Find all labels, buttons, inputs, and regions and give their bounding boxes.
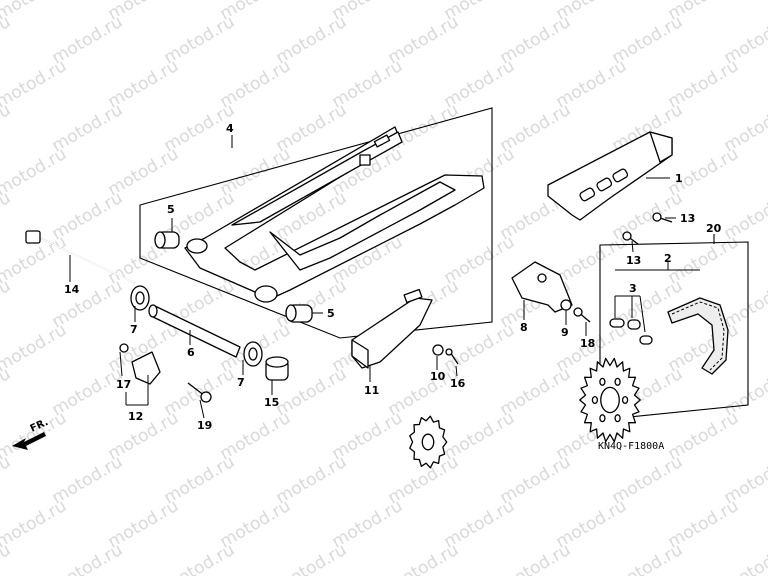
pivot-cap (265, 356, 289, 381)
callout-3: 3 (629, 282, 637, 295)
bushing-upper (154, 231, 180, 249)
callout-9: 9 (561, 326, 569, 339)
callout-10: 10 (430, 370, 446, 383)
watermark-text: motod.ru (609, 540, 687, 576)
assembly-frames (139, 107, 749, 421)
sprocket-bolt-hole (614, 377, 621, 386)
sprocket-bolt-hole (599, 414, 606, 423)
watermark-text: motod.ru (0, 408, 70, 464)
sprocket-bolt-hole (621, 395, 629, 405)
watermark-text: motod.ru (0, 320, 70, 376)
watermark-text: motod.ru (0, 452, 14, 508)
callout-15: 15 (264, 396, 279, 409)
chain-case (547, 131, 673, 221)
callout-7b: 7 (237, 376, 245, 389)
pivot-collar (148, 304, 241, 358)
callout-14: 14 (64, 283, 80, 296)
front-arrow-icon (12, 432, 46, 450)
watermark-text: motod.ru (0, 276, 14, 332)
leader-lines (69, 135, 676, 419)
watermark-text: motod.ru (0, 496, 70, 552)
sprocket-bolt-hole (599, 377, 606, 386)
watermark-text: motod.ru (0, 12, 14, 68)
chain-slider (351, 288, 433, 369)
callout-5a: 5 (167, 203, 175, 216)
callout-1: 1 (675, 172, 683, 185)
sprocket-bolt-hole (614, 414, 621, 423)
watermark-text: motod.ru (0, 0, 70, 24)
callout-12: 12 (128, 410, 143, 423)
watermark-text: motod.ru (497, 540, 575, 576)
hose-clip (119, 343, 161, 385)
callout-20: 20 (706, 222, 722, 235)
watermark-text: motod.ru (0, 100, 14, 156)
drive-chain (667, 297, 729, 375)
bolt-13-b (622, 231, 639, 245)
callout-4: 4 (226, 122, 234, 135)
dust-seal-a (130, 285, 150, 311)
bolt-18 (573, 307, 591, 323)
sprocket-hub (421, 433, 435, 451)
bolt-19 (187, 382, 212, 403)
master-link (609, 318, 653, 345)
sprocket-hub (600, 386, 620, 414)
watermark-text: motod.ru (273, 540, 351, 576)
bushing-lower (285, 304, 313, 323)
watermark-text: motod.ru (161, 540, 239, 576)
watermark-text: motod.ru (385, 540, 463, 576)
screw-16 (445, 348, 459, 365)
watermark-text: motod.ru (0, 364, 14, 420)
dust-seal-b (243, 341, 263, 367)
watermark-text: motod.ru (0, 56, 70, 112)
watermark-text: motod.ru (0, 144, 70, 200)
callout-6: 6 (187, 346, 195, 359)
swingarm-assembly-frame (139, 107, 493, 339)
callout-8: 8 (520, 321, 528, 334)
callout-17: 17 (116, 378, 131, 391)
chain-assembly-frame (599, 241, 749, 421)
callout-2: 2 (664, 252, 672, 265)
watermark-text: motod.ru (721, 540, 768, 576)
sprocket-bolt-hole (591, 395, 599, 405)
callout-19: 19 (197, 419, 212, 432)
pivot-bolt (25, 230, 136, 284)
driven-sprocket (579, 357, 641, 443)
callout-11: 11 (364, 384, 379, 397)
watermark-text: motod.ru (0, 188, 14, 244)
swingarm (184, 126, 485, 303)
bolt-13-a (652, 212, 673, 223)
washer-10 (432, 344, 444, 356)
callout-13a: 13 (680, 212, 695, 225)
callout-13b: 13 (626, 254, 641, 267)
drawing-code: KN4Q-F1800A (598, 441, 664, 452)
callout-16: 16 (450, 377, 466, 390)
watermark-text: motod.ru (49, 540, 127, 576)
callouts: 4 1 13 20 2 13 3 5 5 14 7 6 7 15 19 17 1… (64, 122, 722, 432)
drive-sprocket (409, 415, 448, 469)
bolt-9 (560, 299, 572, 311)
callout-5b: 5 (327, 307, 335, 320)
callout-18: 18 (580, 337, 595, 350)
callout-7a: 7 (130, 323, 138, 336)
